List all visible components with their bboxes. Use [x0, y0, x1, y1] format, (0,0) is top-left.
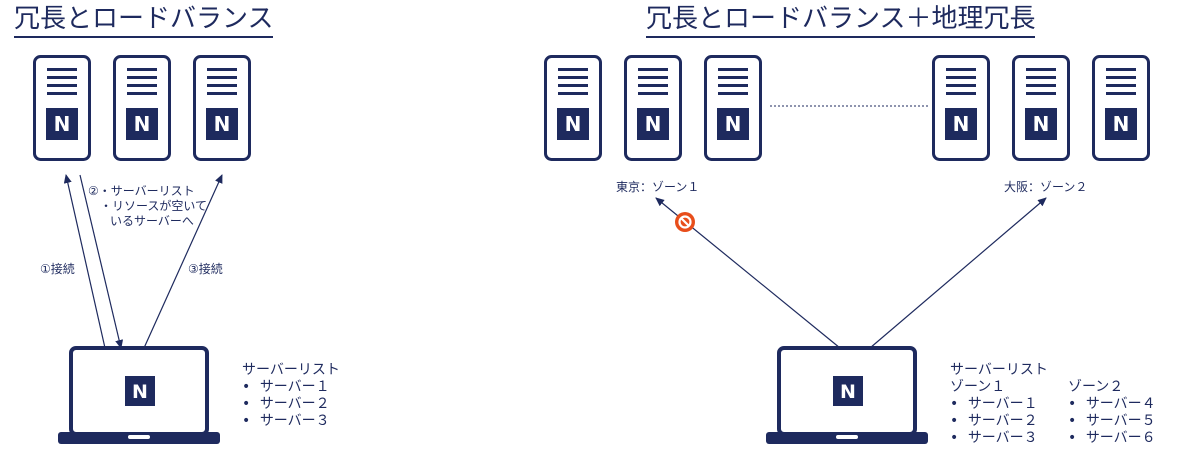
- server-icon: N: [624, 55, 682, 161]
- server-list-item: • サーバー３: [950, 430, 1038, 446]
- laptop-logo: N: [840, 381, 856, 403]
- laptop-logo: N: [132, 381, 148, 403]
- server-tokyo-1: N: [544, 55, 602, 161]
- note-line-2: ・リソースが空いて: [100, 199, 208, 213]
- server-1: N: [33, 55, 91, 161]
- server-logo: N: [953, 112, 970, 136]
- server-icon: N: [704, 55, 762, 161]
- server-logo: N: [645, 112, 662, 136]
- label-connect-3: ③接続: [188, 262, 223, 276]
- server-logo: N: [1033, 112, 1050, 136]
- zone1-label: 東京：ゾーン１: [616, 180, 700, 194]
- zone2-heading: ゾーン２: [1068, 379, 1124, 395]
- server-list-item: • サーバー６: [1068, 430, 1156, 446]
- arrow-server-list: [79, 174, 124, 349]
- server-list-zone2: ゾーン２ • サーバー４ • サーバー５ • サーバー６: [1068, 379, 1156, 447]
- server-icon: N: [1092, 55, 1150, 161]
- server-list-heading: サーバーリスト: [242, 362, 340, 378]
- server-list-left: サーバーリスト • サーバー１ • サーバー２ • サーバー３: [242, 362, 340, 430]
- server-logo: N: [1113, 112, 1130, 136]
- server-logo: N: [214, 112, 231, 136]
- server-osaka-3: N: [1092, 55, 1150, 161]
- server-icon: N: [33, 55, 91, 161]
- laptop-icon: N: [766, 346, 928, 444]
- server-logo: N: [54, 112, 71, 136]
- laptop-icon: N: [58, 346, 220, 444]
- server-list-item: • サーバー２: [242, 396, 330, 412]
- server-list-heading: サーバーリスト: [950, 362, 1048, 378]
- note-line-1: ②・サーバーリスト: [88, 184, 195, 198]
- server-list-item: • サーバー１: [242, 379, 330, 395]
- server-icon: N: [193, 55, 251, 161]
- server-logo: N: [725, 112, 742, 136]
- server-list-item: • サーバー２: [950, 413, 1038, 429]
- note-line-3: いるサーバーへ: [110, 214, 194, 228]
- title-right: 冗長とロードバランス＋地理冗長: [646, 2, 1036, 38]
- label-connect-1: ①接続: [40, 262, 75, 276]
- server-list-item: • サーバー３: [242, 413, 330, 429]
- server-list-item: • サーバー４: [1068, 396, 1156, 412]
- server-osaka-1: N: [932, 55, 990, 161]
- server-list-item: • サーバー５: [1068, 413, 1156, 429]
- server-tokyo-3: N: [704, 55, 762, 161]
- server-list-item: • サーバー１: [950, 396, 1038, 412]
- server-logo: N: [134, 112, 151, 136]
- server-2: N: [113, 55, 171, 161]
- arrow-connect-1: [63, 174, 106, 349]
- server-icon: N: [1012, 55, 1070, 161]
- zone2-label: 大阪：ゾーン２: [1004, 180, 1088, 194]
- server-icon: N: [932, 55, 990, 161]
- server-list-right: サーバーリスト ゾーン１ • サーバー１ • サーバー２ • サーバー３: [950, 362, 1048, 447]
- server-3: N: [193, 55, 251, 161]
- arrow-to-osaka: [869, 197, 1047, 349]
- server-icon: N: [544, 55, 602, 161]
- prohibited-icon: [675, 212, 695, 232]
- arrow-connect-3: [143, 174, 223, 349]
- zone1-heading: ゾーン１: [950, 379, 1006, 395]
- server-osaka-2: N: [1012, 55, 1070, 161]
- server-tokyo-2: N: [624, 55, 682, 161]
- note-server-list: ②・サーバーリスト ・リソースが空いて いるサーバーへ: [88, 184, 207, 229]
- title-left: 冗長とロードバランス: [14, 2, 274, 38]
- server-logo: N: [565, 112, 582, 136]
- server-icon: N: [113, 55, 171, 161]
